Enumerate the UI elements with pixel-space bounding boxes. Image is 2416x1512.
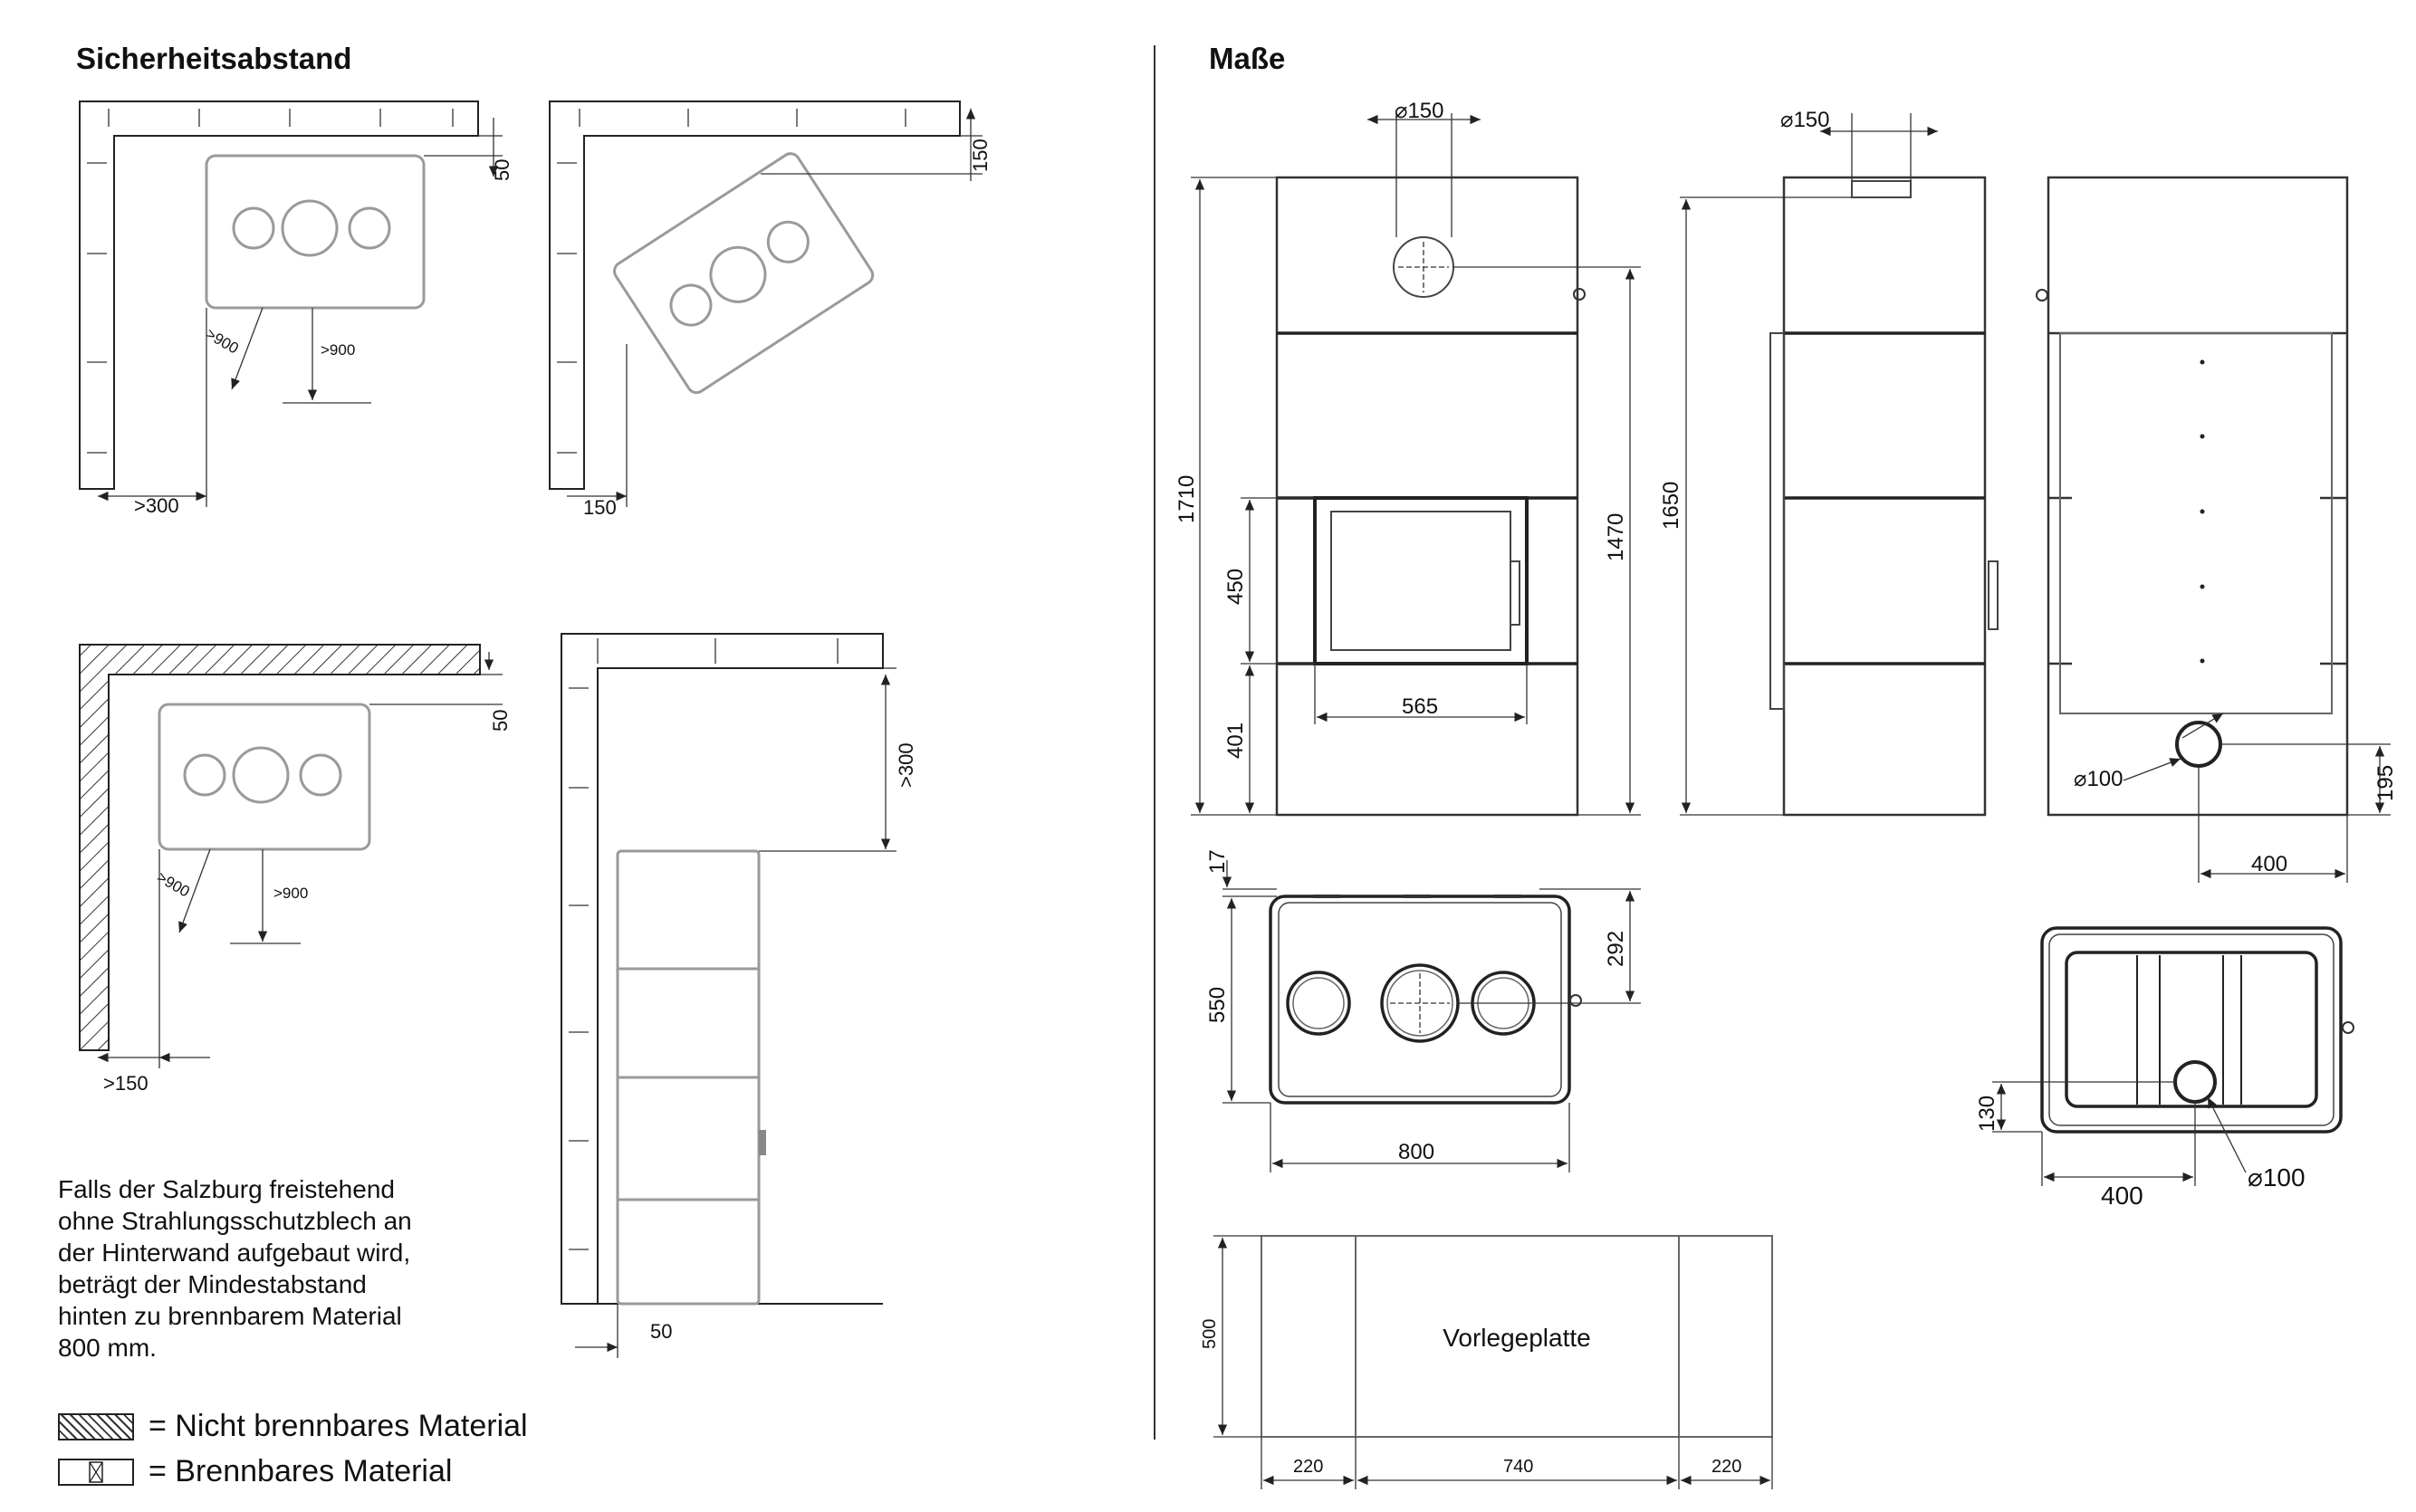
dim-bottom-offset: 130 bbox=[1975, 1096, 1999, 1132]
dim-flue-depth: 292 bbox=[1604, 931, 1628, 967]
dim-plate-depth: 500 bbox=[1200, 1319, 1220, 1349]
dim-side-height: 1650 bbox=[1659, 482, 1683, 530]
heading-dimensions: Maße bbox=[1209, 42, 1286, 75]
dim-c-back: 50 bbox=[489, 710, 512, 732]
plan-c-non-combustible-corner: 50 >150 >900 >900 bbox=[79, 644, 512, 1095]
dim-plate-right: 220 bbox=[1711, 1457, 1741, 1477]
dim-d-side: 50 bbox=[650, 1320, 672, 1343]
hatched-swatch bbox=[58, 1412, 134, 1440]
bottom-view: 130 400 ⌀100 bbox=[1975, 926, 2354, 1210]
dim-height-total: 1710 bbox=[1174, 475, 1199, 523]
dim-a-back: 50 bbox=[491, 159, 513, 181]
dim-bottom-flue-diameter: ⌀100 bbox=[2248, 1163, 2306, 1191]
side-elevation-clearance: >300 50 bbox=[561, 633, 917, 1358]
floor-plate: Vorlegeplatte 500 220 740 220 bbox=[1200, 1235, 1773, 1489]
dim-front-flue: ⌀150 bbox=[1395, 99, 1444, 123]
dim-door-height: 450 bbox=[1223, 569, 1248, 605]
dim-a-front: >900 bbox=[321, 341, 355, 359]
dim-depth: 550 bbox=[1205, 987, 1230, 1023]
dim-c-front: >900 bbox=[273, 885, 308, 902]
dim-plate-left: 220 bbox=[1293, 1457, 1323, 1477]
dim-d-top: >300 bbox=[895, 742, 917, 788]
front-elevation: ⌀150 1710 450 401 565 1470 bbox=[1174, 99, 1641, 817]
legend-combustible-label: = Brennbares Material bbox=[149, 1454, 453, 1488]
legend-non-combustible-label: = Nicht brennbares Material bbox=[149, 1409, 528, 1443]
legend-non-combustible: = Nicht brennbares Material bbox=[58, 1409, 528, 1444]
dim-bottom-lateral: 400 bbox=[2101, 1182, 2143, 1210]
dim-rear-flue-diameter: ⌀100 bbox=[2074, 767, 2124, 791]
dim-rear-flue-height: 195 bbox=[2373, 765, 2398, 801]
dim-top-offset: 17 bbox=[1205, 849, 1230, 874]
dim-a-side: >300 bbox=[134, 494, 179, 517]
combustible-swatch bbox=[58, 1458, 134, 1486]
dim-door-width: 565 bbox=[1402, 694, 1438, 719]
freestanding-note: Falls der Salzburg freistehend ohne Stra… bbox=[58, 1175, 412, 1362]
dim-plate-center: 740 bbox=[1503, 1457, 1533, 1477]
dim-a-diag: >900 bbox=[203, 325, 242, 358]
dim-rear-flue-offset: 400 bbox=[2251, 852, 2287, 876]
top-view: 17 550 292 800 bbox=[1205, 849, 1641, 1172]
dim-flue-height: 1470 bbox=[1604, 513, 1628, 561]
dim-base-height: 401 bbox=[1223, 723, 1248, 759]
dim-width: 800 bbox=[1398, 1140, 1434, 1164]
side-elevation: ⌀150 1650 bbox=[1659, 108, 1999, 817]
floor-plate-label: Vorlegeplatte bbox=[1443, 1324, 1590, 1352]
heading-safety-distance: Sicherheitsabstand bbox=[76, 42, 352, 75]
dim-b-side: 150 bbox=[583, 496, 617, 519]
dim-b-back: 150 bbox=[969, 139, 992, 172]
plan-a-corner-installation: 50 >300 >900 >900 bbox=[79, 100, 513, 517]
dim-side-flue: ⌀150 bbox=[1780, 108, 1830, 132]
legend-combustible: = Brennbares Material bbox=[58, 1454, 452, 1489]
rear-elevation: ⌀100 195 400 bbox=[2036, 176, 2398, 883]
plan-b-corner-diagonal: 150 150 bbox=[549, 100, 992, 519]
dim-c-side: >150 bbox=[103, 1072, 149, 1095]
